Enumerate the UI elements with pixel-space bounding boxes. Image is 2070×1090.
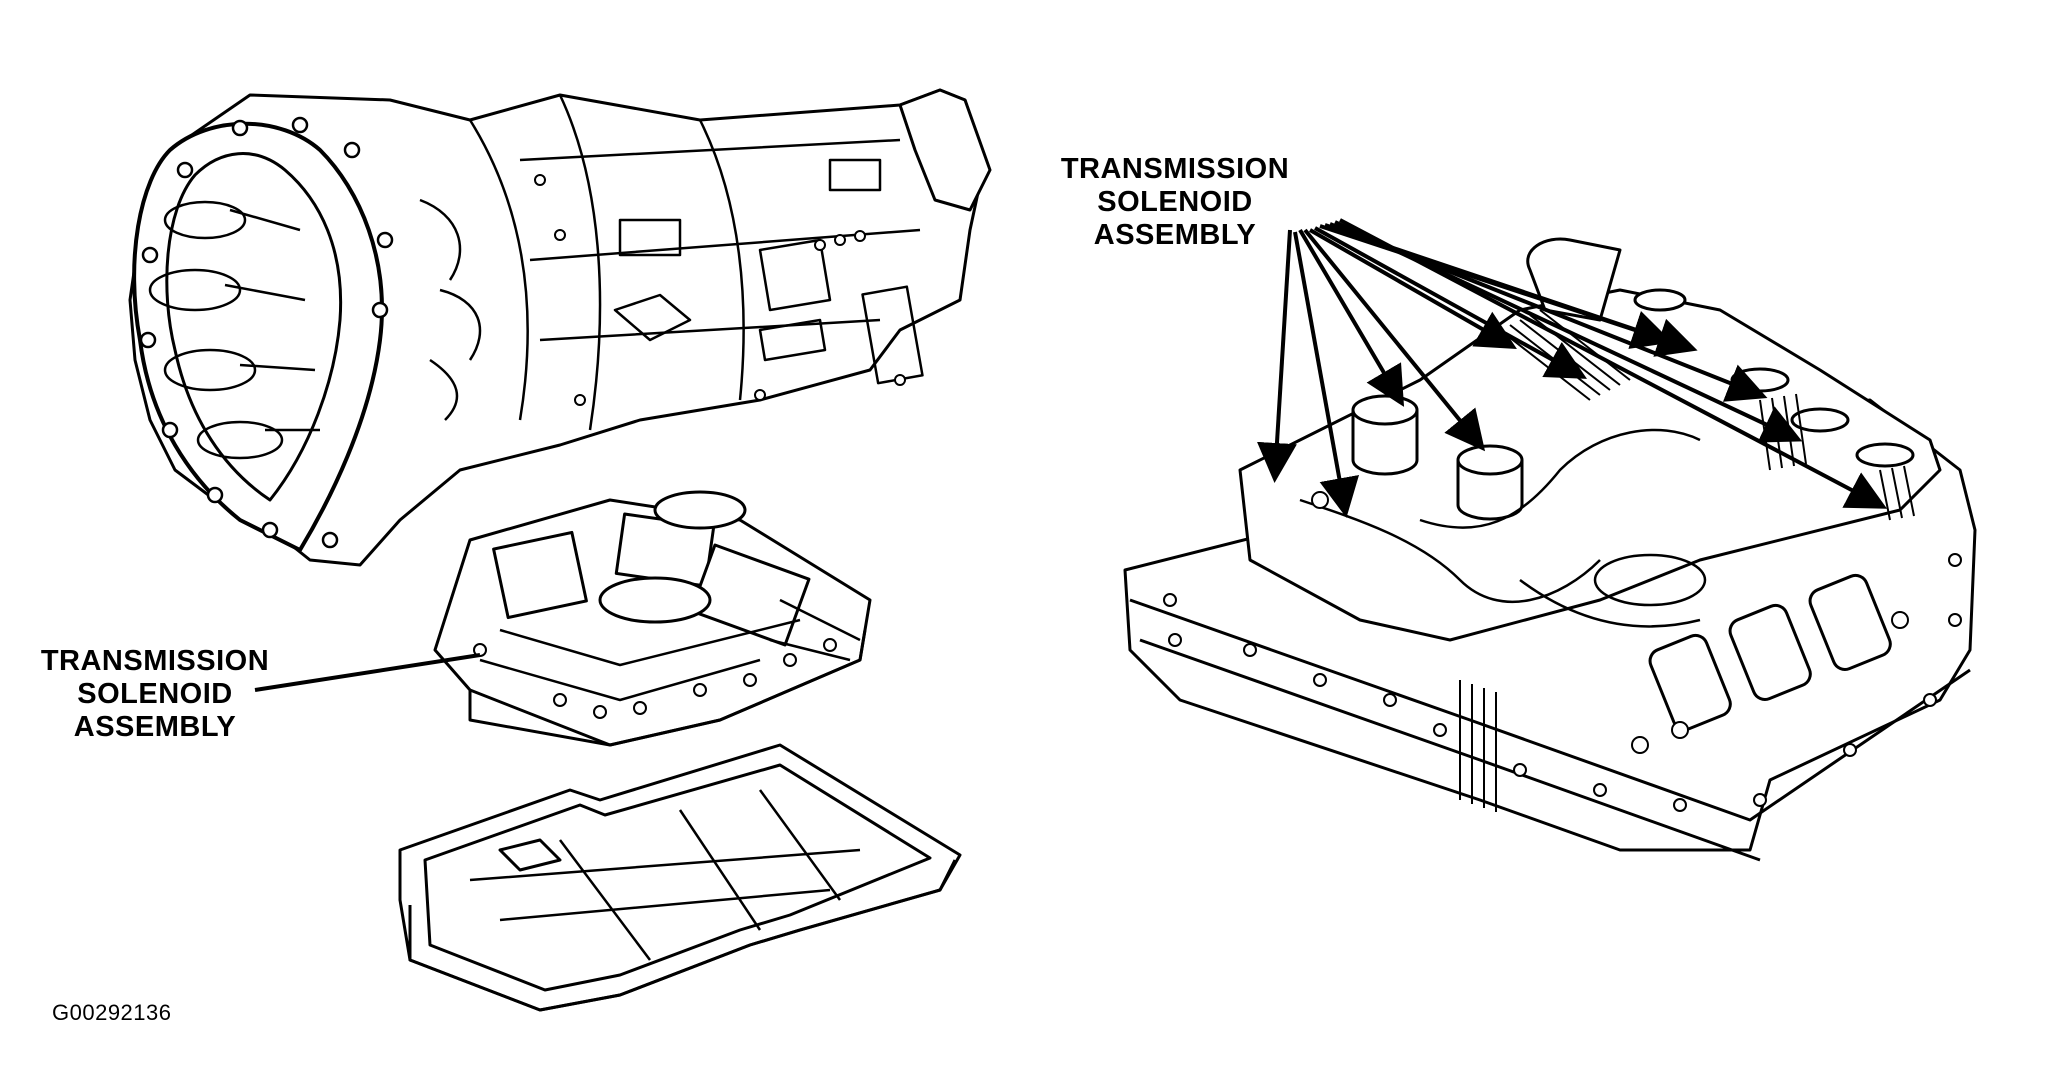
solenoid-assembly-illustration — [433, 490, 872, 747]
callout-label-right: TRANSMISSION SOLENOID ASSEMBLY — [1040, 153, 1310, 252]
figure-code: G00292136 — [52, 1000, 172, 1025]
callout-left-line3: ASSEMBLY — [73, 711, 237, 743]
leader-line-left — [254, 653, 481, 692]
callout-right-line1: TRANSMISSION — [1060, 153, 1290, 185]
callout-left-line2: SOLENOID — [77, 678, 233, 710]
callout-left-line1: TRANSMISSION — [40, 645, 270, 677]
callout-label-left: TRANSMISSION SOLENOID ASSEMBLY — [20, 645, 290, 744]
oil-pan-illustration — [398, 743, 962, 1012]
callout-right-line2: SOLENOID — [1097, 186, 1253, 218]
transmission-case-illustration — [128, 88, 992, 567]
callout-right-line3: ASSEMBLY — [1093, 219, 1257, 251]
leader-arrows-right — [1256, 218, 1888, 518]
